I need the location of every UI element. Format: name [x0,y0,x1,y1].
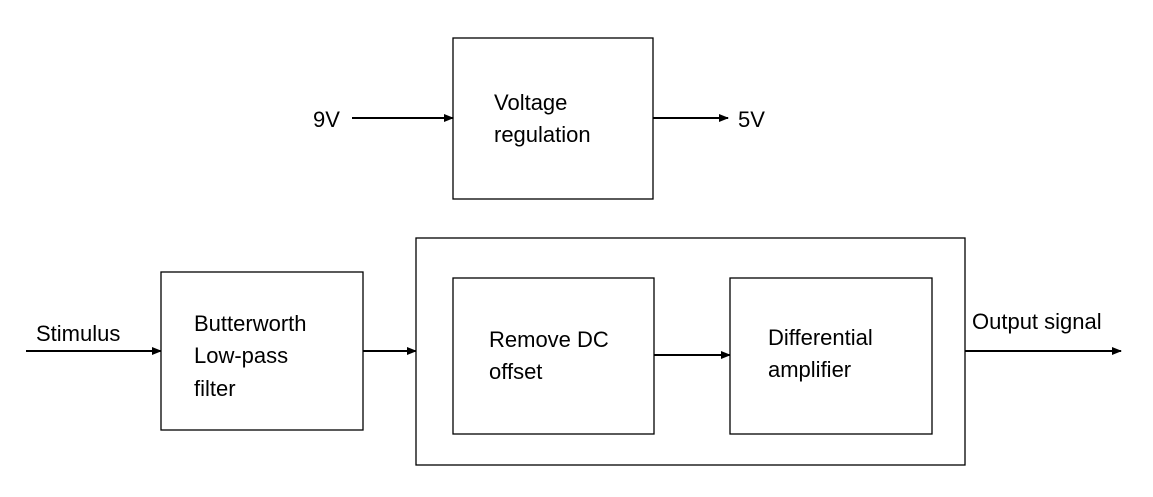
remove-dc-label-line2: offset [489,359,542,384]
input-voltage-label: 9V [313,107,340,132]
butterworth-filter-block [160,271,364,431]
butterworth-label-line2: Low-pass [194,343,288,368]
remove-dc-offset-block [452,277,655,435]
butterworth-label-line1: Butterworth [194,311,307,336]
diff-amp-label-line1: Differential [768,325,873,350]
voltage-regulation-label-line2: regulation [494,122,591,147]
voltage-regulation-block [452,37,654,200]
stimulus-label: Stimulus [36,321,120,346]
output-voltage-label: 5V [738,107,765,132]
butterworth-label-line3: filter [194,376,236,401]
remove-dc-label-line1: Remove DC [489,327,609,352]
diff-amp-label-line2: amplifier [768,357,851,382]
differential-amplifier-block [729,277,933,435]
voltage-regulation-label-line1: Voltage [494,90,567,115]
output-signal-label: Output signal [972,309,1102,334]
